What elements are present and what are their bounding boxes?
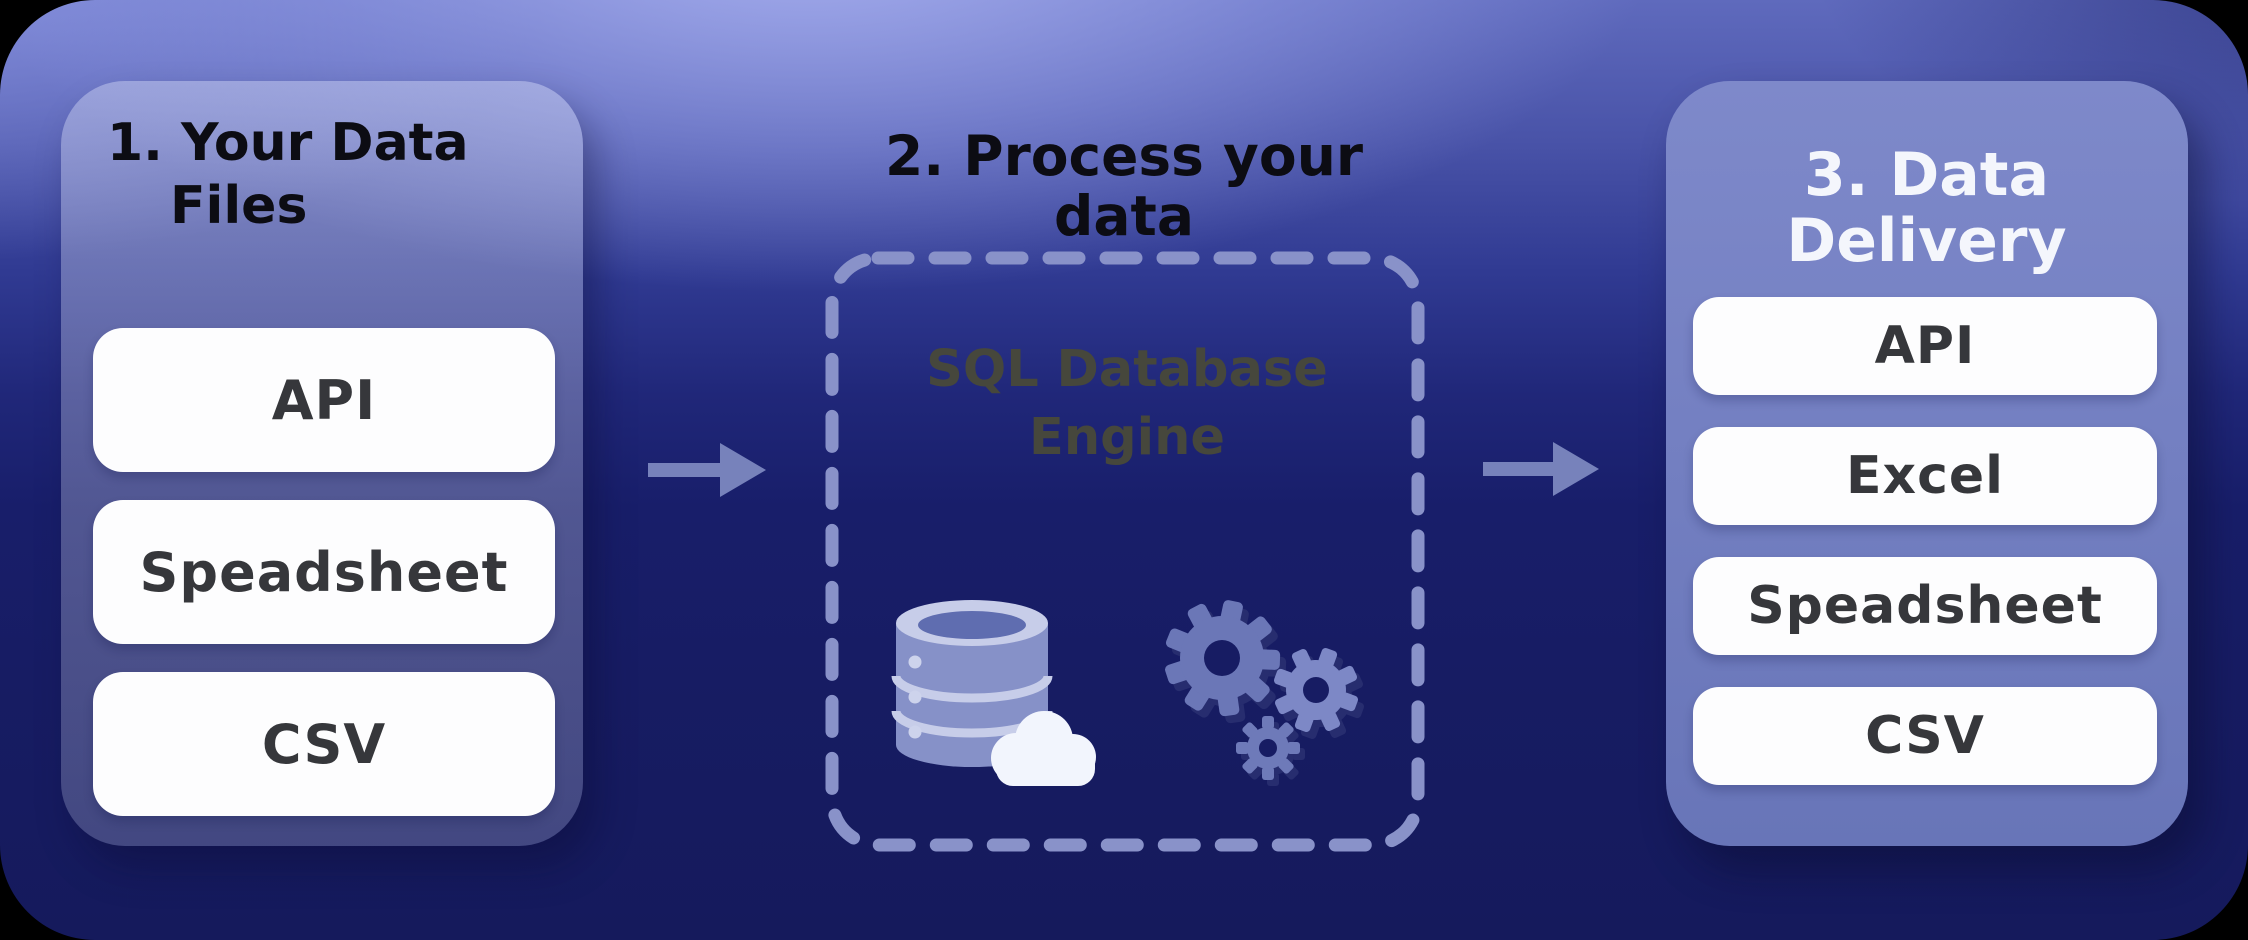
source-title: 1. Your Data Files: [107, 113, 469, 236]
delivery-item-api: API: [1693, 297, 2157, 395]
database-icon: [891, 600, 1053, 767]
delivery-item-csv: CSV: [1693, 687, 2157, 785]
delivery-title: 3. Data Delivery: [1786, 140, 2067, 276]
sql-engine-label: SQL Database Engine: [926, 340, 1328, 467]
source-item-api: API: [93, 328, 555, 472]
arrow-source-to-process-icon: [648, 443, 766, 497]
delivery-item-excel: Excel: [1693, 427, 2157, 525]
source-item-spreadsheet: Speadsheet: [93, 500, 555, 644]
cloud-icon: [991, 711, 1096, 786]
arrow-process-to-delivery-icon: [1483, 442, 1599, 496]
gears-icon: [1152, 589, 1378, 786]
delivery-item-spreadsheet: Speadsheet: [1693, 557, 2157, 655]
source-item-csv: CSV: [93, 672, 555, 816]
process-title: 2. Process your data: [885, 124, 1363, 248]
